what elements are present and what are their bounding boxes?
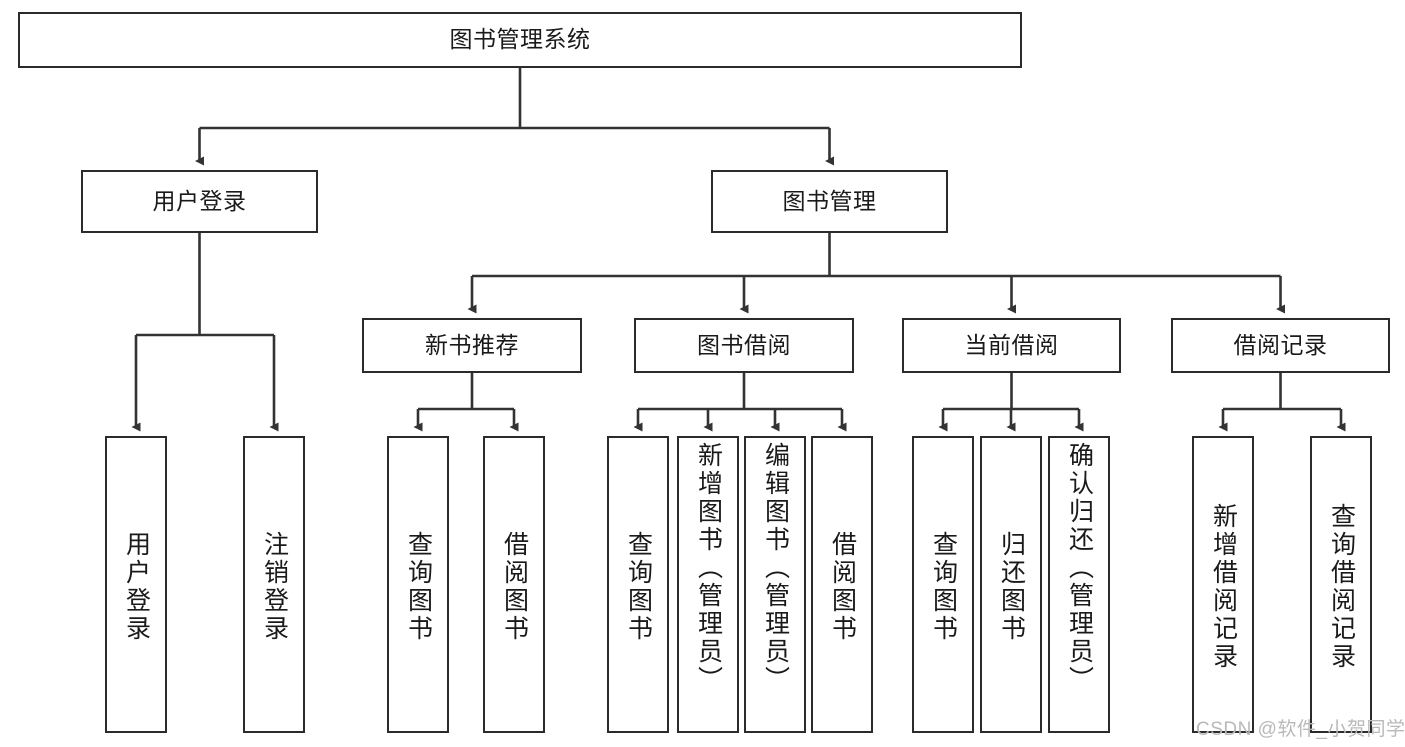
node-current-borrow[interactable]: 当前借阅 [902,318,1121,373]
node-book-borrow[interactable]: 图书借阅 [634,318,854,373]
node-leaf-user-login[interactable]: 用户登录 [105,436,167,733]
node-label: 查询图书 [624,530,653,643]
node-leaf-borrow-book-1[interactable]: 借阅图书 [483,436,545,733]
node-leaf-add-book[interactable]: 新增图书（管理员） [677,436,739,733]
node-label: 查询图书 [404,530,433,643]
node-label: 用户登录 [122,530,151,643]
node-root-box[interactable]: 图书管理系统 [18,12,1022,68]
node-leaf-confirm-return[interactable]: 确认归还（管理员） [1048,436,1110,733]
node-leaf-logout[interactable]: 注销登录 [243,436,305,733]
node-label: 注销登录 [260,530,289,643]
node-leaf-edit-book[interactable]: 编辑图书（管理员） [744,436,806,733]
node-leaf-query-book-2[interactable]: 查询图书 [607,436,669,733]
node-user-login[interactable]: 用户登录 [81,170,318,233]
node-label: 图书管理系统 [449,26,591,53]
node-label: 查询借阅记录 [1327,502,1356,671]
node-label: 借阅图书 [828,530,857,643]
node-leaf-return-book[interactable]: 归还图书 [980,436,1042,733]
node-label: 编辑图书（管理员） [761,442,790,694]
node-label: 图书借阅 [697,331,791,358]
node-label: 借阅记录 [1233,331,1328,358]
node-leaf-query-record[interactable]: 查询借阅记录 [1310,436,1372,733]
node-label: 新增借阅记录 [1209,502,1238,671]
node-leaf-borrow-book-2[interactable]: 借阅图书 [811,436,873,733]
node-borrow-record[interactable]: 借阅记录 [1171,318,1390,373]
node-book-manage[interactable]: 图书管理 [711,170,948,233]
node-label: 新增图书（管理员） [694,442,723,694]
csdn-watermark: CSDN @软件_小贺同学 [1196,719,1405,740]
node-label: 确认归还（管理员） [1065,442,1094,694]
node-label: 查询图书 [929,530,958,643]
node-label: 当前借阅 [964,331,1059,358]
node-leaf-query-book-1[interactable]: 查询图书 [387,436,449,733]
node-label: 新书推荐 [425,331,519,358]
node-label: 归还图书 [997,530,1026,643]
node-leaf-query-book-3[interactable]: 查询图书 [912,436,974,733]
node-new-book-rec[interactable]: 新书推荐 [362,318,582,373]
node-label: 图书管理 [782,187,877,214]
node-leaf-add-record[interactable]: 新增借阅记录 [1192,436,1254,733]
node-label: 借阅图书 [500,530,529,643]
node-label: 用户登录 [152,187,247,214]
